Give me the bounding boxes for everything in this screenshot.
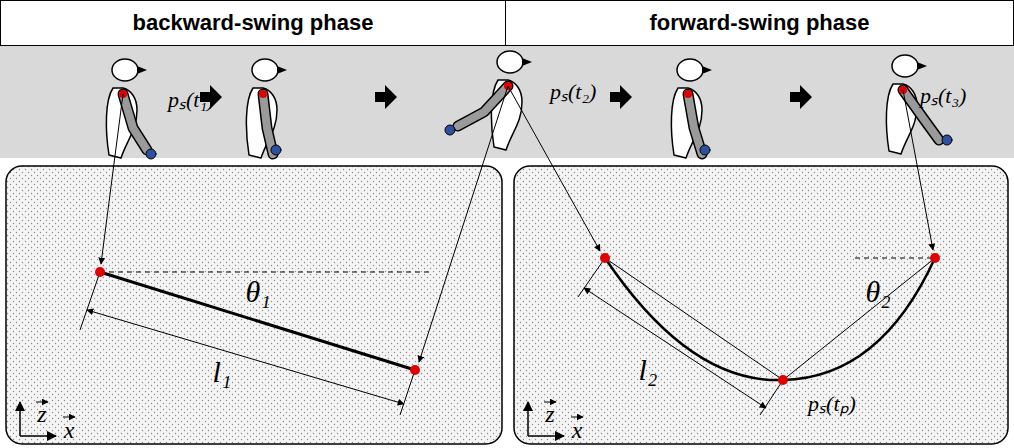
point-label: pₛ(t₂) [550,81,596,103]
figure-band [0,45,1014,158]
backward-geometry [80,272,430,415]
forward-geometry [578,258,935,415]
point-label: pₛ(t₁) [168,89,214,111]
backward-panel [6,166,502,444]
axis-label: x [64,418,75,442]
point-label: pₛ(t₃) [920,85,966,107]
phase-header: backward-swing phase [0,0,506,46]
axis-label: z [545,402,554,426]
axis-label: x [572,418,583,442]
phase-title: backward-swing phase [133,10,374,36]
length-label: l₁ [213,357,232,387]
axis-label: z [37,402,46,426]
angle-label: θ₂ [865,277,890,307]
point-label: pₛ(tₚ) [808,393,856,415]
axes [20,402,583,436]
phase-header: forward-swing phase [505,0,1014,46]
robot-figures [106,51,952,159]
length-label: l₂ [639,355,658,385]
angle-label: θ₁ [245,277,270,307]
forward-panel [514,166,1008,444]
phase-title: forward-swing phase [649,10,869,36]
sequence-arrows [200,85,812,109]
leader-lines [101,86,933,362]
